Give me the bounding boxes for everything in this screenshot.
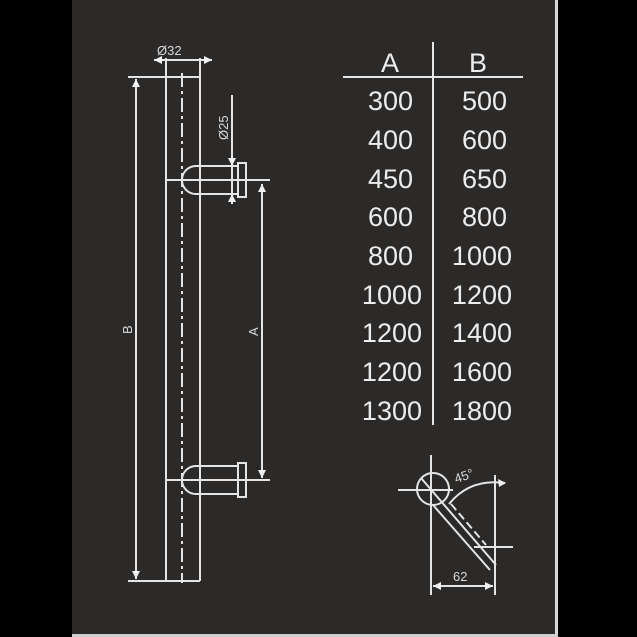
table-cell-b: 1400 [452,318,512,348]
table-cell-a: 1000 [362,280,422,310]
table-header-a: A [381,48,399,78]
drawing-panel [72,0,556,634]
table-cell-a: 1200 [362,357,422,387]
tube-diameter-label: Ø32 [157,43,182,58]
table-cell-b: 1200 [452,280,512,310]
dimension-arrows [132,56,266,579]
offset-label: 62 [453,569,467,584]
table-grid [343,42,523,425]
table-cell-b: 650 [462,164,507,194]
detail-arrows [433,479,506,590]
table-cell-a: 1200 [362,318,422,348]
table-cell-b: 800 [462,202,507,232]
table-cell-b: 600 [462,125,507,155]
panel-border-bottom [72,634,558,637]
angle-label: 45° [452,465,476,486]
handle-side-view [128,58,270,583]
table-cell-a: 450 [368,164,413,194]
dimension-a-label: A [246,327,261,336]
dimension-table: A B 300 500 400 600 450 650 600 800 800 … [362,48,512,426]
table-cell-a: 300 [368,86,413,116]
dimension-b-label: B [120,325,135,334]
table-cell-b: 1800 [452,396,512,426]
table-cell-a: 1300 [362,396,422,426]
table-cell-b: 1000 [452,241,512,271]
standoff-diameter-label: Ø25 [216,115,231,140]
table-cell-b: 1600 [452,357,512,387]
table-cell-a: 400 [368,125,413,155]
panel-border-right [555,0,558,637]
table-cell-b: 500 [462,86,507,116]
table-cell-a: 600 [368,202,413,232]
table-cell-a: 800 [368,241,413,271]
table-header-b: B [469,48,487,78]
